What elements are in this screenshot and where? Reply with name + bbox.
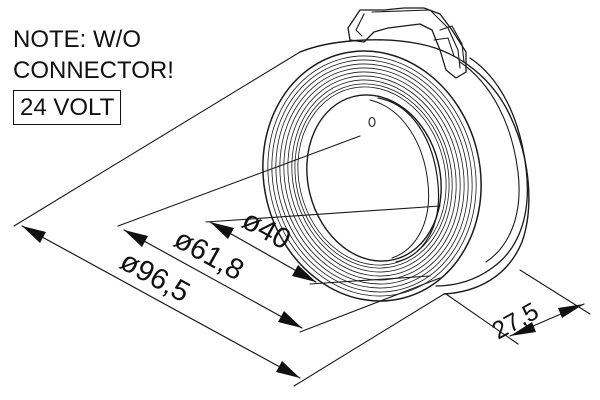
connector-housing: [347, 7, 467, 79]
inner-diameter-label: ø40: [237, 204, 296, 256]
depth-label: 27,5: [487, 297, 543, 345]
note-line-2: CONNECTOR!: [13, 57, 174, 84]
note-text: NOTE: W/O CONNECTOR!: [13, 24, 174, 86]
dimension-inner-diameter: [205, 205, 441, 285]
dimension-outer-diameter: [13, 51, 445, 387]
coil-body: [262, 39, 530, 302]
voltage-box: 24 VOLT: [13, 90, 122, 125]
note-line-1: NOTE: W/O: [13, 26, 141, 53]
dimension-depth: [445, 269, 591, 345]
dimension-middle-diameter: [117, 135, 441, 333]
